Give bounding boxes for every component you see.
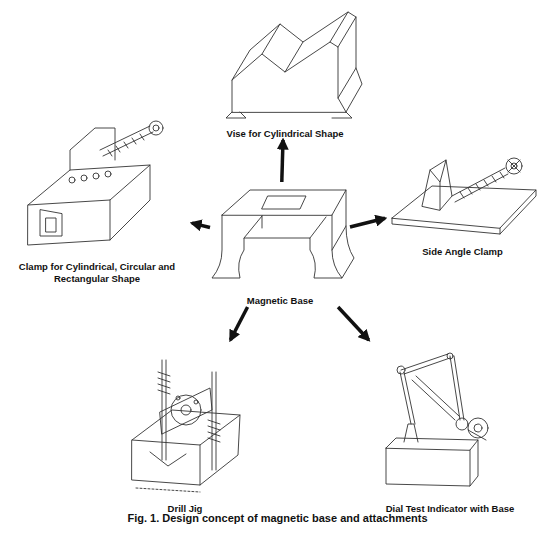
magnetic-base-sketch [212,190,354,278]
attachment-node: Drill Jig [120,340,250,515]
dial-indicator-sketch [386,353,488,486]
arrow-connector [282,140,283,182]
node-label: Magnetic Base [247,295,314,307]
arrow-connector [350,218,385,227]
side-angle-clamp-sketch [392,158,536,234]
attachment-node: Clamp for Cylindrical, Circular and Rect… [2,115,192,285]
arrow-connector [230,307,247,340]
attachment-node: Side Angle Clamp [385,140,540,258]
attachment-node: Dial Test Indicator with Base [360,340,540,515]
v-block-sketch [226,12,362,118]
drill-jig-sketch [132,360,240,492]
node-label: Vise for Cylindrical Shape [226,128,343,140]
arrow-connector [338,307,369,340]
arrow-connector [192,223,210,227]
attachment-node: Magnetic Base [210,182,350,307]
node-label: Side Angle Clamp [422,246,502,258]
attachment-node: Vise for Cylindrical Shape [215,2,355,140]
clamp-sketch [28,121,163,245]
node-label: Clamp for Cylindrical, Circular and Rect… [2,261,192,285]
figure-caption: Fig. 1. Design concept of magnetic base … [0,512,555,524]
